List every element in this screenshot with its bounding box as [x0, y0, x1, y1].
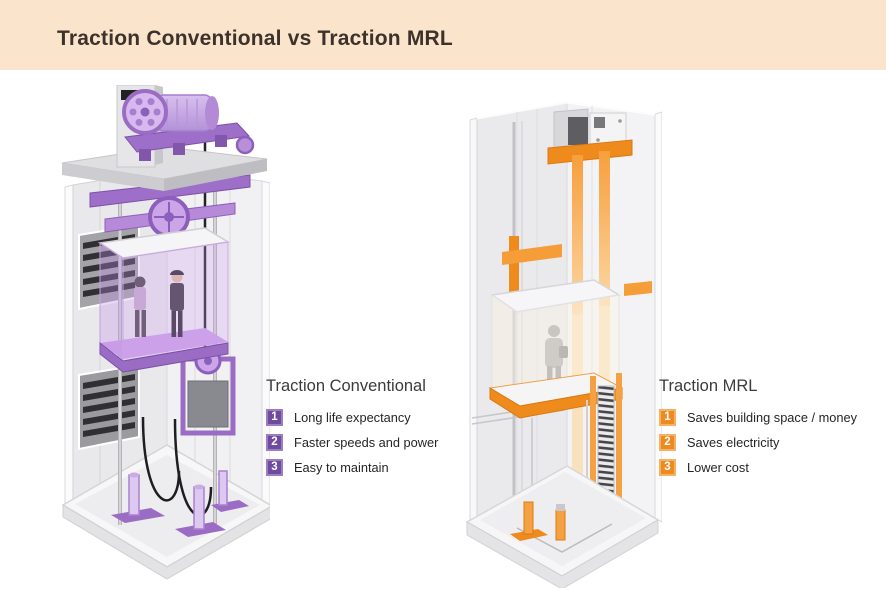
list-item: 3 Lower cost: [659, 459, 886, 476]
conventional-info-panel: Traction Conventional 1 Long life expect…: [266, 377, 496, 484]
mrl-title: Traction MRL: [659, 377, 758, 395]
item-label: Saves electricity: [687, 435, 780, 450]
mrl-hoisting-machine: [553, 108, 627, 155]
machine-beams: [89, 174, 251, 238]
number-badge: 2: [266, 434, 283, 451]
mrl-pit-buffers: [510, 501, 566, 541]
list-item: 1 Saves building space / money: [659, 409, 886, 426]
traveling-cables: [141, 416, 213, 517]
list-item: 1 Long life expectancy: [266, 409, 496, 426]
mrl-shaft-walls: [469, 100, 662, 526]
header-band: Traction Conventional vs Traction MRL: [0, 0, 886, 70]
number-badge: 1: [659, 409, 676, 426]
item-label: Long life expectancy: [294, 410, 411, 425]
mrl-elevator-illustration: [465, 100, 662, 588]
conventional-elevator-illustration: [61, 85, 270, 580]
number-badge: 1: [266, 409, 283, 426]
item-label: Easy to maintain: [294, 460, 389, 475]
passengers: [134, 270, 184, 337]
traction-machine: [122, 89, 255, 161]
machine-room-slab: [61, 146, 268, 191]
item-label: Saves building space / money: [687, 410, 858, 425]
deflector-sheave: [235, 135, 255, 155]
list-item: 2 Saves electricity: [659, 434, 886, 451]
conventional-cab: [97, 227, 231, 373]
item-label: Lower cost: [687, 460, 749, 475]
pit-buffers: [111, 470, 249, 537]
list-item: 3 Easy to maintain: [266, 459, 496, 476]
drive-sheave: [122, 89, 168, 135]
conventional-title: Traction Conventional: [266, 377, 426, 395]
list-item: 2 Faster speeds and power: [266, 434, 496, 451]
item-label: Faster speeds and power: [294, 435, 439, 450]
number-badge: 2: [659, 434, 676, 451]
rail-bracket: [509, 236, 519, 294]
mrl-info-panel: Traction MRL 1 Saves building space / mo…: [659, 377, 886, 484]
number-badge: 3: [266, 459, 283, 476]
number-badge: 3: [659, 459, 676, 476]
page-title: Traction Conventional vs Traction MRL: [57, 27, 453, 50]
